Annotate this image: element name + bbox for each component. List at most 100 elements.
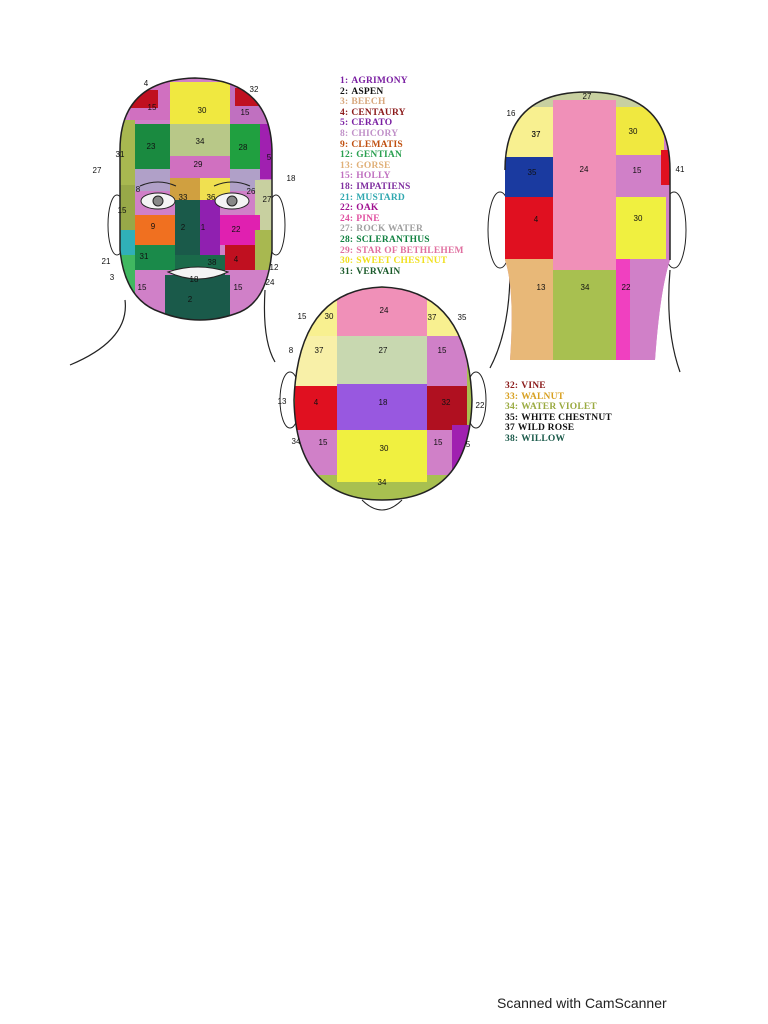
legend-entry: 5:CERATO bbox=[340, 118, 464, 129]
legend-remedy-name: CERATO bbox=[351, 118, 393, 129]
legend-entry: 3:BEECH bbox=[340, 97, 464, 108]
front-region-number: 22 bbox=[232, 225, 241, 234]
legend-remedy-name: IMPATIENS bbox=[356, 181, 411, 192]
front-region-number: 36 bbox=[207, 193, 216, 202]
front-region-number: 18 bbox=[287, 174, 296, 183]
top-region-number: 37 bbox=[315, 346, 324, 355]
top-region-number: 13 bbox=[278, 397, 287, 406]
front-region-number: 1 bbox=[201, 223, 206, 232]
legend-entry: 38:WILLOW bbox=[505, 434, 612, 445]
front-region-number: 27 bbox=[93, 166, 102, 175]
front-region-number: 26 bbox=[247, 187, 256, 196]
front-region-number: 38 bbox=[208, 258, 217, 267]
legend-entry: 33:WALNUT bbox=[505, 392, 612, 403]
legend-remedy-name: PINE bbox=[356, 213, 380, 224]
front-region-number: 31 bbox=[140, 252, 149, 261]
top-region-number: 5 bbox=[466, 440, 471, 449]
front-region-number: 28 bbox=[239, 143, 248, 152]
legend-number: 12: bbox=[340, 150, 354, 161]
front-region-number: 2 bbox=[181, 223, 186, 232]
front-region-number: 34 bbox=[196, 137, 205, 146]
legend-remedy-name: ROCK WATER bbox=[356, 224, 424, 235]
front-region-number: 12 bbox=[270, 263, 279, 272]
top-region-number: 4 bbox=[314, 398, 319, 407]
legend-number: 33: bbox=[505, 391, 519, 402]
legend-number: 8: bbox=[340, 128, 349, 139]
legend-number: 4: bbox=[340, 107, 349, 118]
top-region-number: 34 bbox=[292, 437, 301, 446]
front-region-number: 23 bbox=[147, 142, 156, 151]
legend-remedy-name: CENTAURY bbox=[351, 107, 406, 118]
front-region-number: 15 bbox=[234, 283, 243, 292]
legend-entry: 9:CLEMATIS bbox=[340, 140, 464, 151]
legend-number: 22: bbox=[340, 203, 354, 214]
front-region-number: 27 bbox=[263, 195, 272, 204]
front-region-number: 4 bbox=[234, 255, 239, 264]
legend-remedy-name: HOLLY bbox=[356, 171, 391, 182]
legend-remedy-name: STAR OF BETHLEHEM bbox=[356, 245, 464, 256]
back-view bbox=[487, 91, 687, 373]
front-region-number: 29 bbox=[194, 160, 203, 169]
legend-number: 5: bbox=[340, 118, 349, 129]
legend-remedy-name: VERVAIN bbox=[356, 266, 401, 277]
legend-entry: 8:CHICORY bbox=[340, 129, 464, 140]
legend-number: 21: bbox=[340, 192, 354, 203]
legend-entry: 13:GORSE bbox=[340, 161, 464, 172]
scanner-watermark: Scanned with CamScanner bbox=[497, 995, 667, 1011]
legend-entry: 32:VINE bbox=[505, 381, 612, 392]
legend-number: 28: bbox=[340, 234, 354, 245]
legend-number: 3: bbox=[340, 97, 349, 108]
legend-number: 34: bbox=[505, 402, 519, 413]
legend-remedy-name: GORSE bbox=[356, 160, 391, 171]
top-region-number: 15 bbox=[298, 312, 307, 321]
back-region-number: 30 bbox=[634, 214, 643, 223]
legend-entry: 35:WHITE CHESTNUT bbox=[505, 413, 612, 424]
front-region-number: 5 bbox=[267, 153, 272, 162]
back-region-number: 4 bbox=[534, 215, 539, 224]
legend-remedy-name: WATER VIOLET bbox=[521, 402, 597, 413]
legend-number: 18: bbox=[340, 181, 354, 192]
top-region-number: 32 bbox=[442, 398, 451, 407]
back-region-number: 37 bbox=[532, 130, 541, 139]
top-region-number: 34 bbox=[378, 478, 387, 487]
top-region-number: 30 bbox=[325, 312, 334, 321]
back-region-number: 37 bbox=[532, 130, 541, 139]
top-region-number: 30 bbox=[380, 444, 389, 453]
legend-remedy-name: SWEET CHESTNUT bbox=[356, 256, 448, 267]
front-neck bbox=[69, 289, 276, 366]
legend-remedy-name: WALNUT bbox=[521, 391, 565, 402]
front-face-features bbox=[139, 181, 251, 280]
top-region-number: 8 bbox=[289, 346, 294, 355]
front-region-number: 15 bbox=[138, 283, 147, 292]
legend-entry: 29:STAR OF BETHLEHEM bbox=[340, 246, 464, 257]
legend-remedy-name: AGRIMONY bbox=[351, 76, 408, 86]
front-region-number: 15 bbox=[148, 103, 157, 112]
legend-entry: 28:SCLERANTHUS bbox=[340, 235, 464, 246]
legend-remedy-name: WILD ROSE bbox=[517, 423, 575, 434]
top-region-number: 22 bbox=[476, 401, 485, 410]
legend-number: 2: bbox=[340, 86, 349, 97]
legend-entry: 34:WATER VIOLET bbox=[505, 402, 612, 413]
front-region-number: 30 bbox=[198, 106, 207, 115]
legend-number: 30: bbox=[340, 256, 354, 267]
legend-entry: 1:AGRIMONY bbox=[340, 76, 464, 87]
front-region-number: 15 bbox=[118, 206, 127, 215]
front-view bbox=[69, 77, 286, 366]
front-region-number: 9 bbox=[151, 222, 156, 231]
front-region-number: 33 bbox=[179, 193, 188, 202]
legend-entry: 22:OAK bbox=[340, 203, 464, 214]
legend-number: 38: bbox=[505, 433, 519, 444]
legend-number: 35: bbox=[505, 412, 519, 423]
legend-remedy-name: GENTIAN bbox=[356, 150, 403, 161]
front-region-number: 32 bbox=[250, 85, 259, 94]
top-view bbox=[279, 286, 487, 511]
back-region-number: 15 bbox=[633, 166, 642, 175]
legend-entry: 31:VERVAIN bbox=[340, 267, 464, 278]
top-region-number: 37 bbox=[428, 313, 437, 322]
top-region-number: 24 bbox=[380, 306, 389, 315]
back-region-number: 30 bbox=[629, 127, 638, 136]
legend-entry: 12:GENTIAN bbox=[340, 150, 464, 161]
legend-number: 31: bbox=[340, 266, 354, 277]
